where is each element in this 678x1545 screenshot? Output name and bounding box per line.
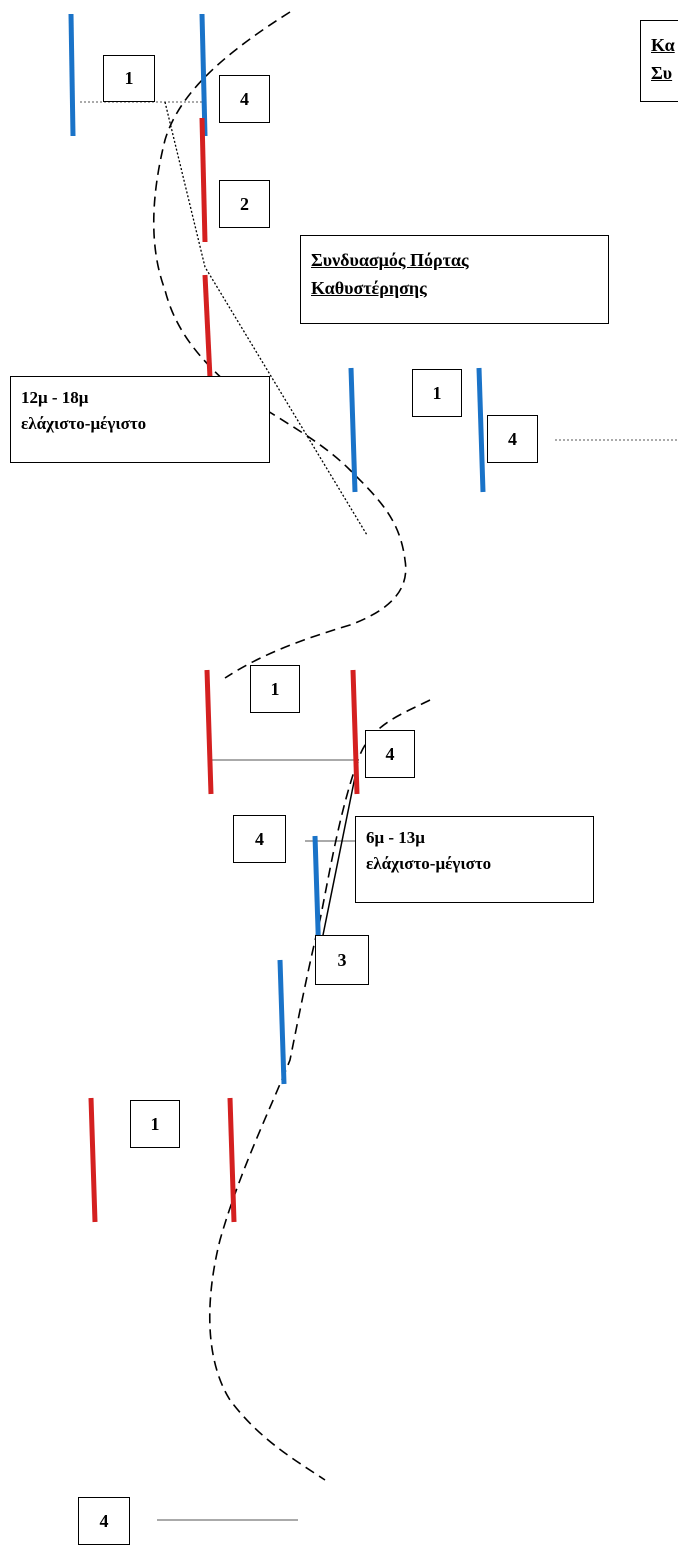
measurement-line <box>164 101 368 536</box>
distance-caption: ελάχιστο-μέγιστο <box>21 414 147 433</box>
blue-gate-pole <box>277 959 287 1085</box>
gate-number-box: 1 <box>130 1100 180 1148</box>
gate-number-box: 3 <box>315 935 369 985</box>
header-title-line1: Κα <box>651 35 675 55</box>
red-gate-pole <box>350 669 360 795</box>
red-gate-pole <box>88 1097 98 1223</box>
red-gate-pole <box>204 669 214 795</box>
blue-gate-pole <box>476 367 486 493</box>
combo-title-box: Συνδυασμός Πόρτας Καθυστέρησης <box>300 235 609 324</box>
distance-label-box: 12μ - 18μ ελάχιστο-μέγιστο <box>10 376 270 463</box>
skier-path <box>153 11 407 679</box>
gate-number-box: 1 <box>412 369 462 417</box>
blue-gate-pole <box>199 13 208 137</box>
distance-caption: ελάχιστο-μέγιστο <box>366 854 492 873</box>
red-gate-pole <box>202 274 213 379</box>
distance-min-max: 6μ - 13μ <box>366 828 425 847</box>
distance-label-box: 6μ - 13μ ελάχιστο-μέγιστο <box>355 816 594 903</box>
header-title-box: Κα Συ <box>640 20 678 102</box>
gate-number-box: 4 <box>233 815 286 863</box>
gate-number-box: 4 <box>219 75 270 123</box>
gate-number-box: 4 <box>365 730 415 778</box>
red-gate-pole <box>227 1097 237 1223</box>
distance-min-max: 12μ - 18μ <box>21 388 89 407</box>
gate-number-box: 2 <box>219 180 270 228</box>
combo-title-line1: Συνδυασμός Πόρτας <box>311 250 469 270</box>
gate-number-box: 4 <box>487 415 538 463</box>
header-title-line2: Συ <box>651 63 673 83</box>
measurement-line <box>321 761 359 941</box>
gate-number-box: 1 <box>103 55 155 102</box>
gate-number-box: 4 <box>78 1497 130 1545</box>
gate-number-box: 1 <box>250 665 300 713</box>
blue-gate-pole <box>68 13 76 137</box>
combo-title-line2: Καθυστέρησης <box>311 278 427 298</box>
red-gate-pole <box>199 117 208 243</box>
blue-gate-pole <box>348 367 358 493</box>
